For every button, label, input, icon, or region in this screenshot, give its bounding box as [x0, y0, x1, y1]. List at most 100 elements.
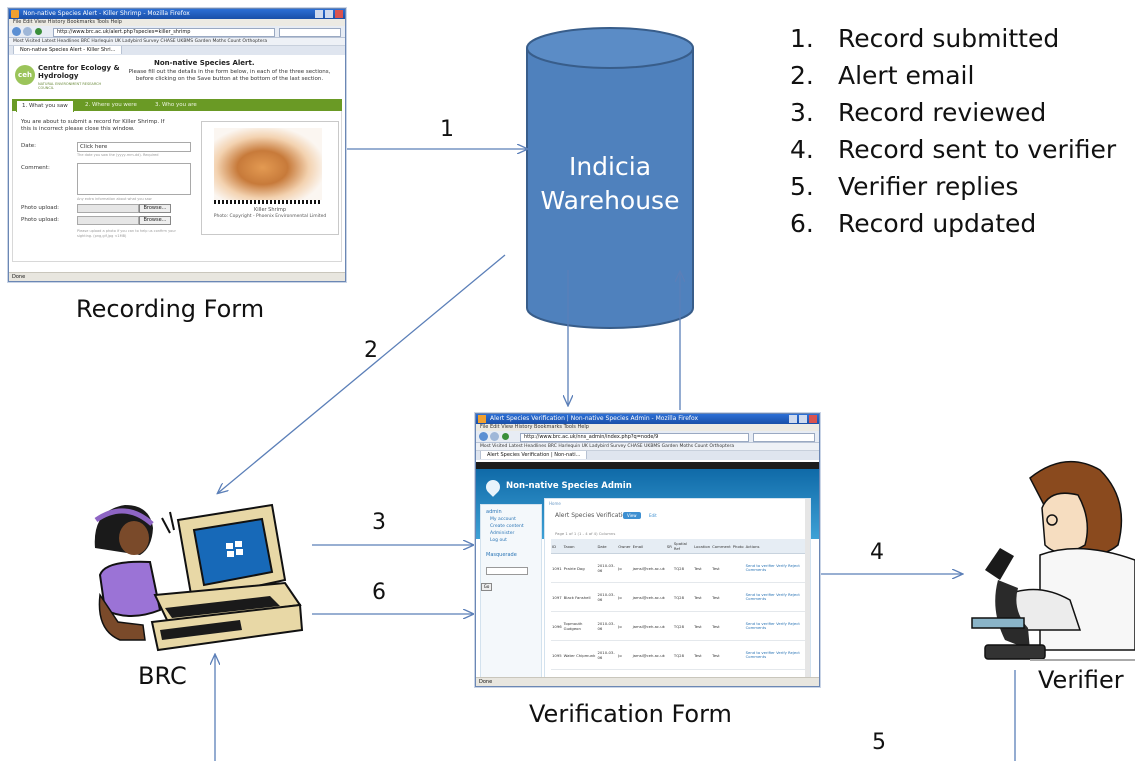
browse-button-2[interactable]: Browse... [139, 216, 171, 225]
date-field[interactable]: Click here [77, 142, 191, 152]
breadcrumb[interactable]: Home [549, 501, 561, 506]
notice-line-a: You are about to submit a record for Kil… [21, 119, 165, 125]
comment-hint: Any extra information about what you saw [77, 197, 152, 201]
table-row[interactable]: 1096 Topmouth Gudgeon 2010-03-06 Jo jams… [551, 611, 806, 641]
nav-toolbar: http://www.brc.ac.uk/alert.php?species=k… [9, 26, 345, 38]
bookmarks-bar[interactable]: Most Visited Latest Headlines BRC Harleq… [9, 38, 345, 46]
back-icon[interactable] [12, 27, 21, 36]
table-header-row: ID Taxon Date Owner Email SR Spatial Ref… [551, 539, 806, 554]
tab-bar: Non-native Species Alert - Killer Shri..… [9, 46, 345, 55]
form-tabs: 1. What you saw 2. Where you were 3. Who… [12, 99, 342, 112]
column-header[interactable]: Taxon [562, 539, 597, 554]
maximize-icon[interactable] [325, 10, 333, 18]
tab-who-you-are[interactable]: 3. Who you are [155, 102, 197, 108]
column-header[interactable]: ID [551, 539, 563, 554]
verification-form-screenshot[interactable]: Alert Species Verification | Non-native … [475, 413, 820, 687]
tab-view[interactable]: View [623, 512, 641, 519]
sidebar-item[interactable]: Log out [490, 538, 507, 543]
browse-button-1[interactable]: Browse... [139, 204, 171, 213]
step-label-2: 2 [364, 338, 378, 363]
page-header: ceh Centre for Ecology & Hydrology NATUR… [9, 55, 345, 99]
photo-file-1[interactable] [77, 204, 139, 213]
date-hint: The date you saw the (yyyy-mm-dd). Requi… [77, 153, 159, 157]
sidebar-item[interactable]: Administer [490, 531, 515, 536]
sidebar-item[interactable]: My account [490, 517, 516, 522]
site-name[interactable]: Non-native Species Admin [506, 481, 632, 491]
row-actions[interactable]: Send to verifier Verify Reject Comments [744, 611, 806, 641]
bookmarks-bar[interactable]: Most Visited Latest Headlines BRC Harleq… [476, 443, 819, 451]
tab-edit[interactable]: Edit [649, 513, 657, 518]
back-icon[interactable] [479, 432, 488, 441]
search-input[interactable] [279, 28, 341, 37]
legend-item: 2.Alert email [790, 61, 975, 90]
url-bar[interactable]: http://www.brc.ac.uk/nns_admin/index.php… [520, 433, 749, 442]
main-content: Home Alert Species Verification View Edi… [544, 498, 811, 686]
minimize-icon[interactable] [315, 10, 323, 18]
status-bar: Done [9, 272, 345, 281]
legend-item: 3.Record reviewed [790, 98, 1047, 127]
admin-topbar [476, 462, 819, 469]
forward-icon[interactable] [490, 432, 499, 441]
warehouse-label-line2: Warehouse [540, 186, 680, 215]
step-label-6: 6 [372, 580, 386, 605]
recording-form-screenshot[interactable]: Non-native Species Alert - Killer Shrimp… [8, 8, 346, 282]
killer-shrimp-image [214, 128, 322, 200]
column-header[interactable]: Email [631, 539, 666, 554]
row-actions[interactable]: Send to verifier Verify Reject Comments [744, 553, 806, 583]
column-header[interactable]: Photo [731, 539, 745, 554]
column-header[interactable]: Owner [617, 539, 632, 554]
window-controls [476, 414, 819, 424]
column-header[interactable]: SR [665, 539, 673, 554]
column-header[interactable]: Location [693, 539, 712, 554]
window-title: Alert Species Verification | Non-native … [476, 414, 819, 424]
photo-label-1: Photo upload: [21, 205, 60, 211]
reload-icon[interactable] [502, 433, 509, 440]
menu-bar[interactable]: File Edit View History Bookmarks Tools H… [9, 19, 345, 26]
firefox-icon [478, 415, 486, 423]
page-intro: Please fill out the details in the form … [128, 69, 331, 82]
step-label-4: 4 [870, 540, 884, 565]
warehouse-cylinder [526, 27, 694, 329]
image-credit: Photo: Copyright - Phoenix Environmental… [213, 214, 327, 219]
masquerade-heading: Masquerade [486, 552, 517, 558]
browser-tab[interactable]: Alert Species Verification | Non-nati... [480, 451, 588, 459]
caption-verifier: Verifier [1038, 666, 1124, 694]
firefox-icon [11, 10, 19, 18]
table-row[interactable]: 1097 Black Fanshell 2010-03-06 Jo jamsi@… [551, 582, 806, 612]
column-header[interactable]: Date [596, 539, 618, 554]
caption-brc: BRC [138, 662, 187, 690]
minimize-icon[interactable] [789, 415, 797, 423]
sidebar: admin My account Create content Administ… [480, 504, 542, 686]
table-row[interactable]: 1095 Water Chipmunk 2010-03-06 Jo jamsi@… [551, 640, 806, 670]
table-row[interactable]: 1091 Prairie Dog 2010-03-06 Jo jamsi@ceh… [551, 553, 806, 583]
column-header[interactable]: Actions [744, 539, 806, 554]
pager-info: Page 1 of 1 (1 - 4 of 4) Columns [555, 531, 616, 536]
tab-where-you-were[interactable]: 2. Where you were [85, 102, 137, 108]
window-controls [9, 9, 345, 19]
forward-icon[interactable] [23, 27, 32, 36]
caption-recording-form: Recording Form [76, 295, 265, 323]
url-bar[interactable]: http://www.brc.ac.uk/alert.php?species=k… [53, 28, 275, 37]
reload-icon[interactable] [35, 28, 42, 35]
column-header[interactable]: Comment [711, 539, 732, 554]
comment-textarea[interactable] [77, 163, 191, 195]
close-icon[interactable] [809, 415, 817, 423]
column-header[interactable]: Spatial Ref [672, 539, 694, 554]
browser-tab[interactable]: Non-native Species Alert - Killer Shri..… [13, 46, 123, 54]
sidebar-item[interactable]: Create content [490, 524, 524, 529]
maximize-icon[interactable] [799, 415, 807, 423]
menu-bar[interactable]: File Edit View History Bookmarks Tools H… [476, 424, 819, 431]
arrow-2-alert-email [218, 254, 506, 493]
tab-what-you-saw[interactable]: 1. What you saw [16, 100, 74, 112]
org-sub: NATURAL ENVIRONMENT RESEARCH COUNCIL [38, 82, 102, 90]
photo-file-2[interactable] [77, 216, 139, 225]
row-actions[interactable]: Send to verifier Verify Reject Comments [744, 640, 806, 670]
row-actions[interactable]: Send to verifier Verify Reject Comments [744, 582, 806, 612]
scrollbar[interactable] [805, 499, 810, 686]
close-icon[interactable] [335, 10, 343, 18]
masquerade-go-button[interactable]: Go [481, 583, 492, 591]
step-label-3: 3 [372, 510, 386, 535]
search-input[interactable] [753, 433, 815, 442]
image-caption: Killer Shrimp [254, 207, 286, 213]
masquerade-input[interactable] [486, 567, 528, 575]
